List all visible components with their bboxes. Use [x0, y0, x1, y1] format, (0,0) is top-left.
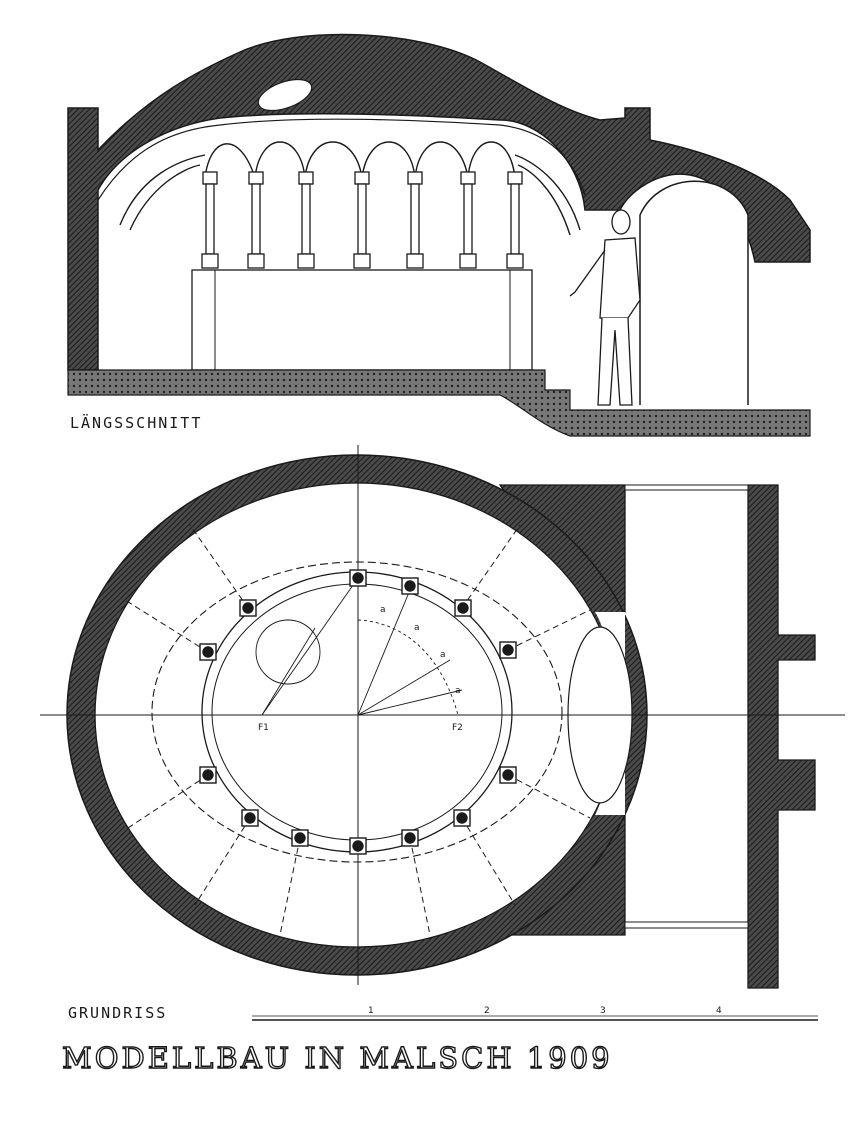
- scale-tick-3: 3: [600, 1006, 606, 1016]
- podium-block: [191, 269, 533, 371]
- arc-mark-label: a: [455, 686, 461, 696]
- scale-tick-1: 1: [368, 1006, 374, 1016]
- focus-right-label: F2: [452, 723, 463, 733]
- arc-mark-label: a: [440, 650, 446, 660]
- scale-tick-2: 2: [484, 1006, 490, 1016]
- drawing-title: MODELLBAU IN MALSCH 1909: [62, 1041, 613, 1075]
- arcade: [119, 141, 581, 236]
- oculus-opening: [257, 78, 313, 112]
- scale-tick-4: 4: [716, 1006, 722, 1016]
- plan-label: GRUNDRISS: [68, 1004, 167, 1022]
- columns: [201, 171, 524, 269]
- side-niche: [639, 180, 749, 405]
- human-figure: [569, 209, 641, 406]
- arc-mark-label: a: [414, 623, 420, 633]
- focus-left-label: F1: [258, 723, 269, 733]
- plan-pillars: [199, 569, 517, 855]
- longitudinal-section: LÄNGSSCHNITT: [67, 33, 811, 437]
- section-floor: [67, 369, 811, 437]
- floor-plan: F1 F2 a a a a GRUNDRISS: [40, 445, 845, 1022]
- construction-lines: [255, 577, 463, 716]
- section-label: LÄNGSSCHNITT: [70, 413, 202, 432]
- arc-mark-label: a: [380, 605, 386, 615]
- scale-bar: 1 2 3 4: [252, 1006, 818, 1021]
- right-wall: [747, 484, 816, 989]
- vault-inner-line: [97, 118, 586, 201]
